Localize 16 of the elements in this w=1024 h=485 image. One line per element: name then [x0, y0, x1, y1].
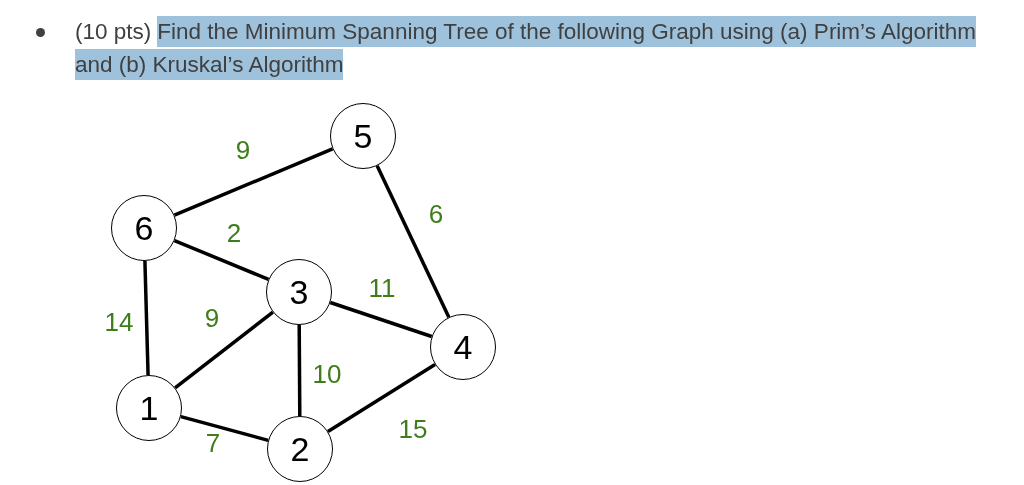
node-number: 3: [289, 275, 309, 309]
edge-line: [329, 300, 433, 339]
edge-line: [180, 414, 269, 443]
node-number: 2: [290, 432, 310, 466]
node-number: 4: [453, 330, 473, 364]
edge-line: [327, 363, 436, 433]
edge-line: [173, 147, 334, 217]
edge-line: [375, 165, 451, 318]
edge-line: [174, 310, 274, 390]
edge-line: [173, 238, 270, 282]
node-number: 5: [353, 119, 373, 153]
edge-line: [297, 325, 302, 416]
node-number: 1: [139, 391, 159, 425]
node-number: 6: [134, 211, 154, 245]
points-label: (10 pts): [75, 18, 152, 46]
edge-line: [143, 260, 150, 376]
